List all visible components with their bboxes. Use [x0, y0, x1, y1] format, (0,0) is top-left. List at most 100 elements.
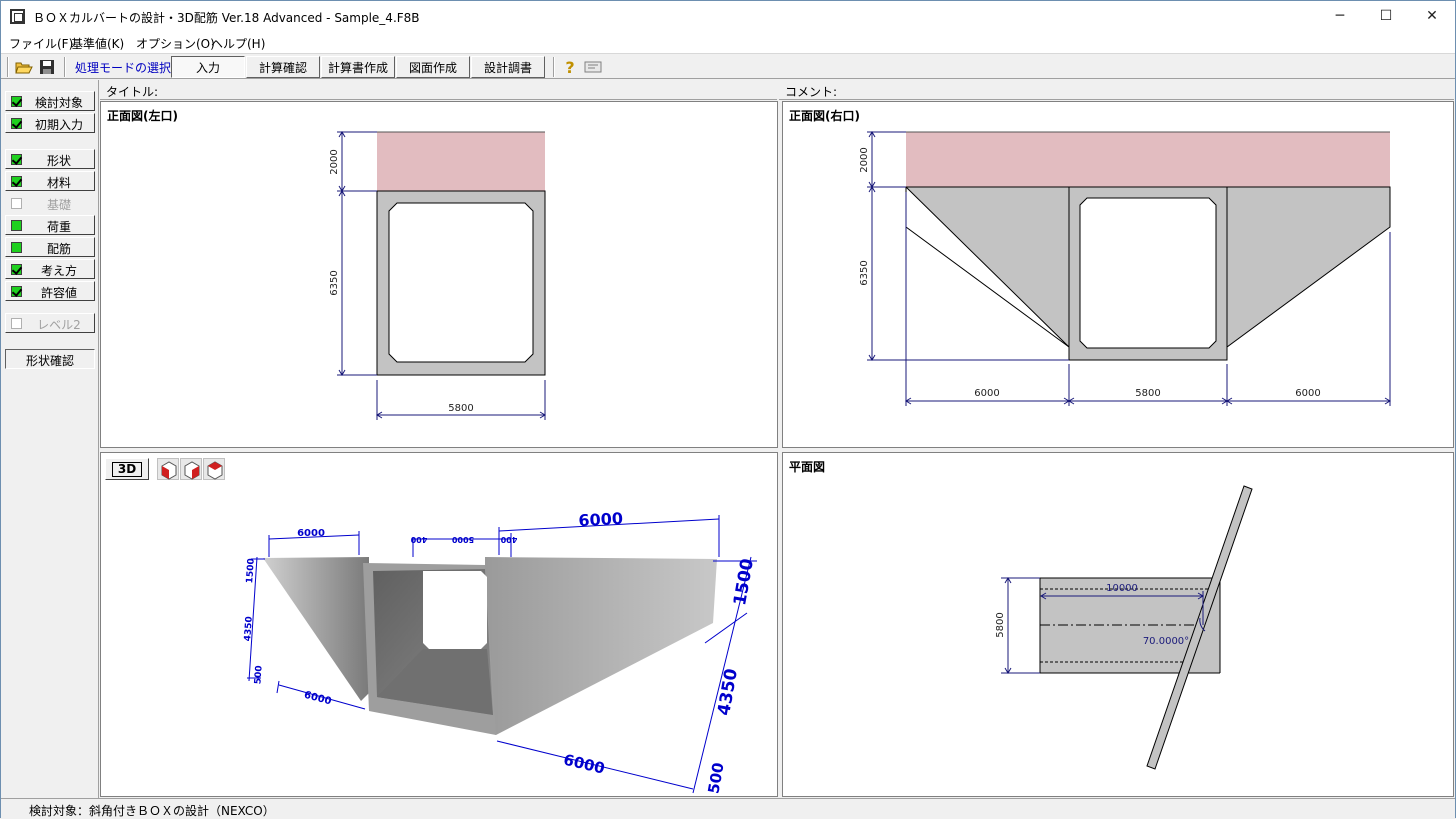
3d-dim: 500 [704, 761, 727, 795]
sidebar-item-target[interactable]: 検討対象 [5, 91, 95, 111]
3d-dim: 4350 [243, 616, 255, 642]
sidebar-item-label: 材料 [46, 176, 71, 190]
view-title: 平面図 [789, 460, 826, 474]
mode-drawing-button[interactable]: 図面作成 [396, 56, 470, 78]
maximize-button[interactable]: ☐ [1379, 8, 1393, 24]
sidebar-item-reinforcement[interactable]: 配筋 [5, 237, 95, 257]
shape-confirm-button[interactable]: 形状確認 [5, 349, 95, 369]
checkbox-icon [11, 264, 22, 275]
checkbox-icon [11, 242, 22, 253]
dim-width: 5800 [448, 403, 473, 414]
3d-dim: 6000 [562, 751, 607, 778]
minimize-button[interactable]: ─ [1335, 8, 1345, 24]
title-bar: ＢＯＸカルバートの設計・3D配筋 Ver.18 Advanced - Sampl… [1, 1, 1455, 33]
toolbar-separator [64, 57, 66, 77]
menu-bar: ファイル(F) 基準値(K) オプション(O) ヘルプ(H) [1, 33, 1455, 53]
3d-right-wing [485, 557, 717, 735]
save-disk-icon[interactable] [37, 57, 57, 77]
front-left-drawing: 2000 6350 5800 [329, 131, 546, 420]
view-title: 正面図(右口) [789, 109, 860, 123]
menu-help[interactable]: ヘルプ(H) [211, 37, 266, 51]
soil-cover [906, 132, 1390, 187]
3d-dim: 6000 [578, 509, 623, 530]
3d-box-opening [423, 571, 487, 649]
mode-calc-check-button[interactable]: 計算確認 [246, 56, 320, 78]
checkbox-icon [11, 318, 22, 329]
menu-options[interactable]: オプション(O) [136, 37, 215, 51]
help-icon[interactable]: ? [565, 57, 575, 77]
status-text: 検討対象：斜角付きＢＯＸの設計（NEXCO） [29, 804, 275, 818]
3d-dim: 400 [500, 535, 517, 544]
cube-side-view-icon[interactable] [180, 458, 202, 480]
sidebar-item-allowable[interactable]: 許容値 [5, 281, 95, 301]
plan-drawing: 5800 10000 70.0000° [995, 485, 1253, 770]
3d-dim: 1500 [730, 557, 758, 607]
comment-header-label: コメント: [785, 85, 838, 99]
comment-header[interactable]: コメント: [779, 80, 1454, 100]
sidebar-item-level2: レベル2 [5, 313, 95, 333]
sidebar-item-approach[interactable]: 考え方 [5, 259, 95, 279]
box-opening [388, 202, 534, 363]
front-right-drawing: 2000 6350 6000 5800 6000 [859, 131, 1391, 406]
plan-dim-length: 10000 [1106, 583, 1138, 594]
checkbox-icon [11, 118, 22, 129]
sidebar-item-label: レベル2 [37, 318, 81, 332]
sidebar-item-material[interactable]: 材料 [5, 171, 95, 191]
sidebar-item-shape[interactable]: 形状 [5, 149, 95, 169]
dim-right-width: 6000 [1295, 388, 1320, 399]
right-wing-wall [1226, 186, 1391, 348]
status-bar: 検討対象：斜角付きＢＯＸの設計（NEXCO） [1, 798, 1455, 818]
3d-dim: 500 [253, 665, 264, 684]
checkbox-icon [11, 220, 22, 231]
window-title: ＢＯＸカルバートの設計・3D配筋 Ver.18 Advanced - Sampl… [33, 11, 420, 25]
mode-input-button[interactable]: 入力 [171, 56, 245, 78]
sidebar-item-label: 配筋 [46, 242, 71, 256]
toolbar: 処理モードの選択 入力 計算確認 計算書作成 図面作成 設計調書 ? [1, 53, 1455, 79]
sidebar-item-label: 許容値 [40, 286, 77, 300]
3d-dim: 5000 [451, 535, 474, 544]
checkbox-icon [11, 96, 22, 107]
cube-top-view-icon[interactable] [203, 458, 225, 480]
open-folder-icon[interactable] [14, 57, 34, 77]
3d-dim: 400 [410, 535, 427, 544]
menu-file[interactable]: ファイル(F) [9, 37, 74, 51]
checkbox-icon [11, 198, 22, 209]
sidebar-item-label: 形状確認 [25, 354, 74, 368]
3d-model-drawing: 6000 6000 400 5000 400 1500 4350 500 600… [243, 509, 758, 795]
cube-front-view-icon[interactable] [157, 458, 179, 480]
mode-design-doc-button[interactable]: 設計調書 [471, 56, 545, 78]
3d-dim: 6000 [297, 528, 325, 539]
3d-left-wing [263, 557, 369, 701]
front-view-right[interactable]: 正面図(右口) 2000 6350 [782, 101, 1454, 448]
3d-button-label: 3D [111, 461, 143, 477]
sidebar-item-load[interactable]: 荷重 [5, 215, 95, 235]
view-3d[interactable]: 3D [100, 452, 778, 797]
plan-view[interactable]: 平面図 5800 10000 70.0000° [782, 452, 1454, 797]
title-header[interactable]: タイトル: [100, 80, 777, 100]
toolbar-separator [7, 57, 9, 77]
toolbar-separator [553, 57, 555, 77]
dim-mid-width: 5800 [1135, 388, 1160, 399]
sidebar-item-label: 基礎 [46, 198, 71, 212]
plan-dim-angle: 70.0000° [1143, 636, 1189, 647]
close-button[interactable]: ✕ [1426, 8, 1438, 24]
dim-body-height: 6350 [329, 270, 340, 295]
sidebar-item-label: 形状 [46, 154, 71, 168]
3d-dim: 4350 [714, 667, 742, 717]
dim-top-height: 2000 [859, 147, 870, 172]
dim-top-height: 2000 [329, 149, 340, 174]
about-icon[interactable] [583, 57, 603, 77]
menu-standards[interactable]: 基準値(K) [71, 37, 125, 51]
sidebar-item-label: 検討対象 [34, 96, 83, 110]
mode-selection-label: 処理モードの選択 [75, 61, 172, 75]
mode-report-button[interactable]: 計算書作成 [321, 56, 395, 78]
app-icon[interactable] [10, 9, 25, 24]
front-view-left[interactable]: 正面図(左口) 2000 6350 5800 [100, 101, 778, 448]
sidebar: 検討対象 初期入力 形状 材料 基礎 荷重 配筋 考え方 [1, 80, 99, 798]
sidebar-item-initial-input[interactable]: 初期入力 [5, 113, 95, 133]
soil-cover [377, 132, 545, 191]
box-opening [1079, 197, 1217, 349]
3d-toggle-button[interactable]: 3D [105, 458, 149, 480]
view-title: 正面図(左口) [107, 109, 178, 123]
